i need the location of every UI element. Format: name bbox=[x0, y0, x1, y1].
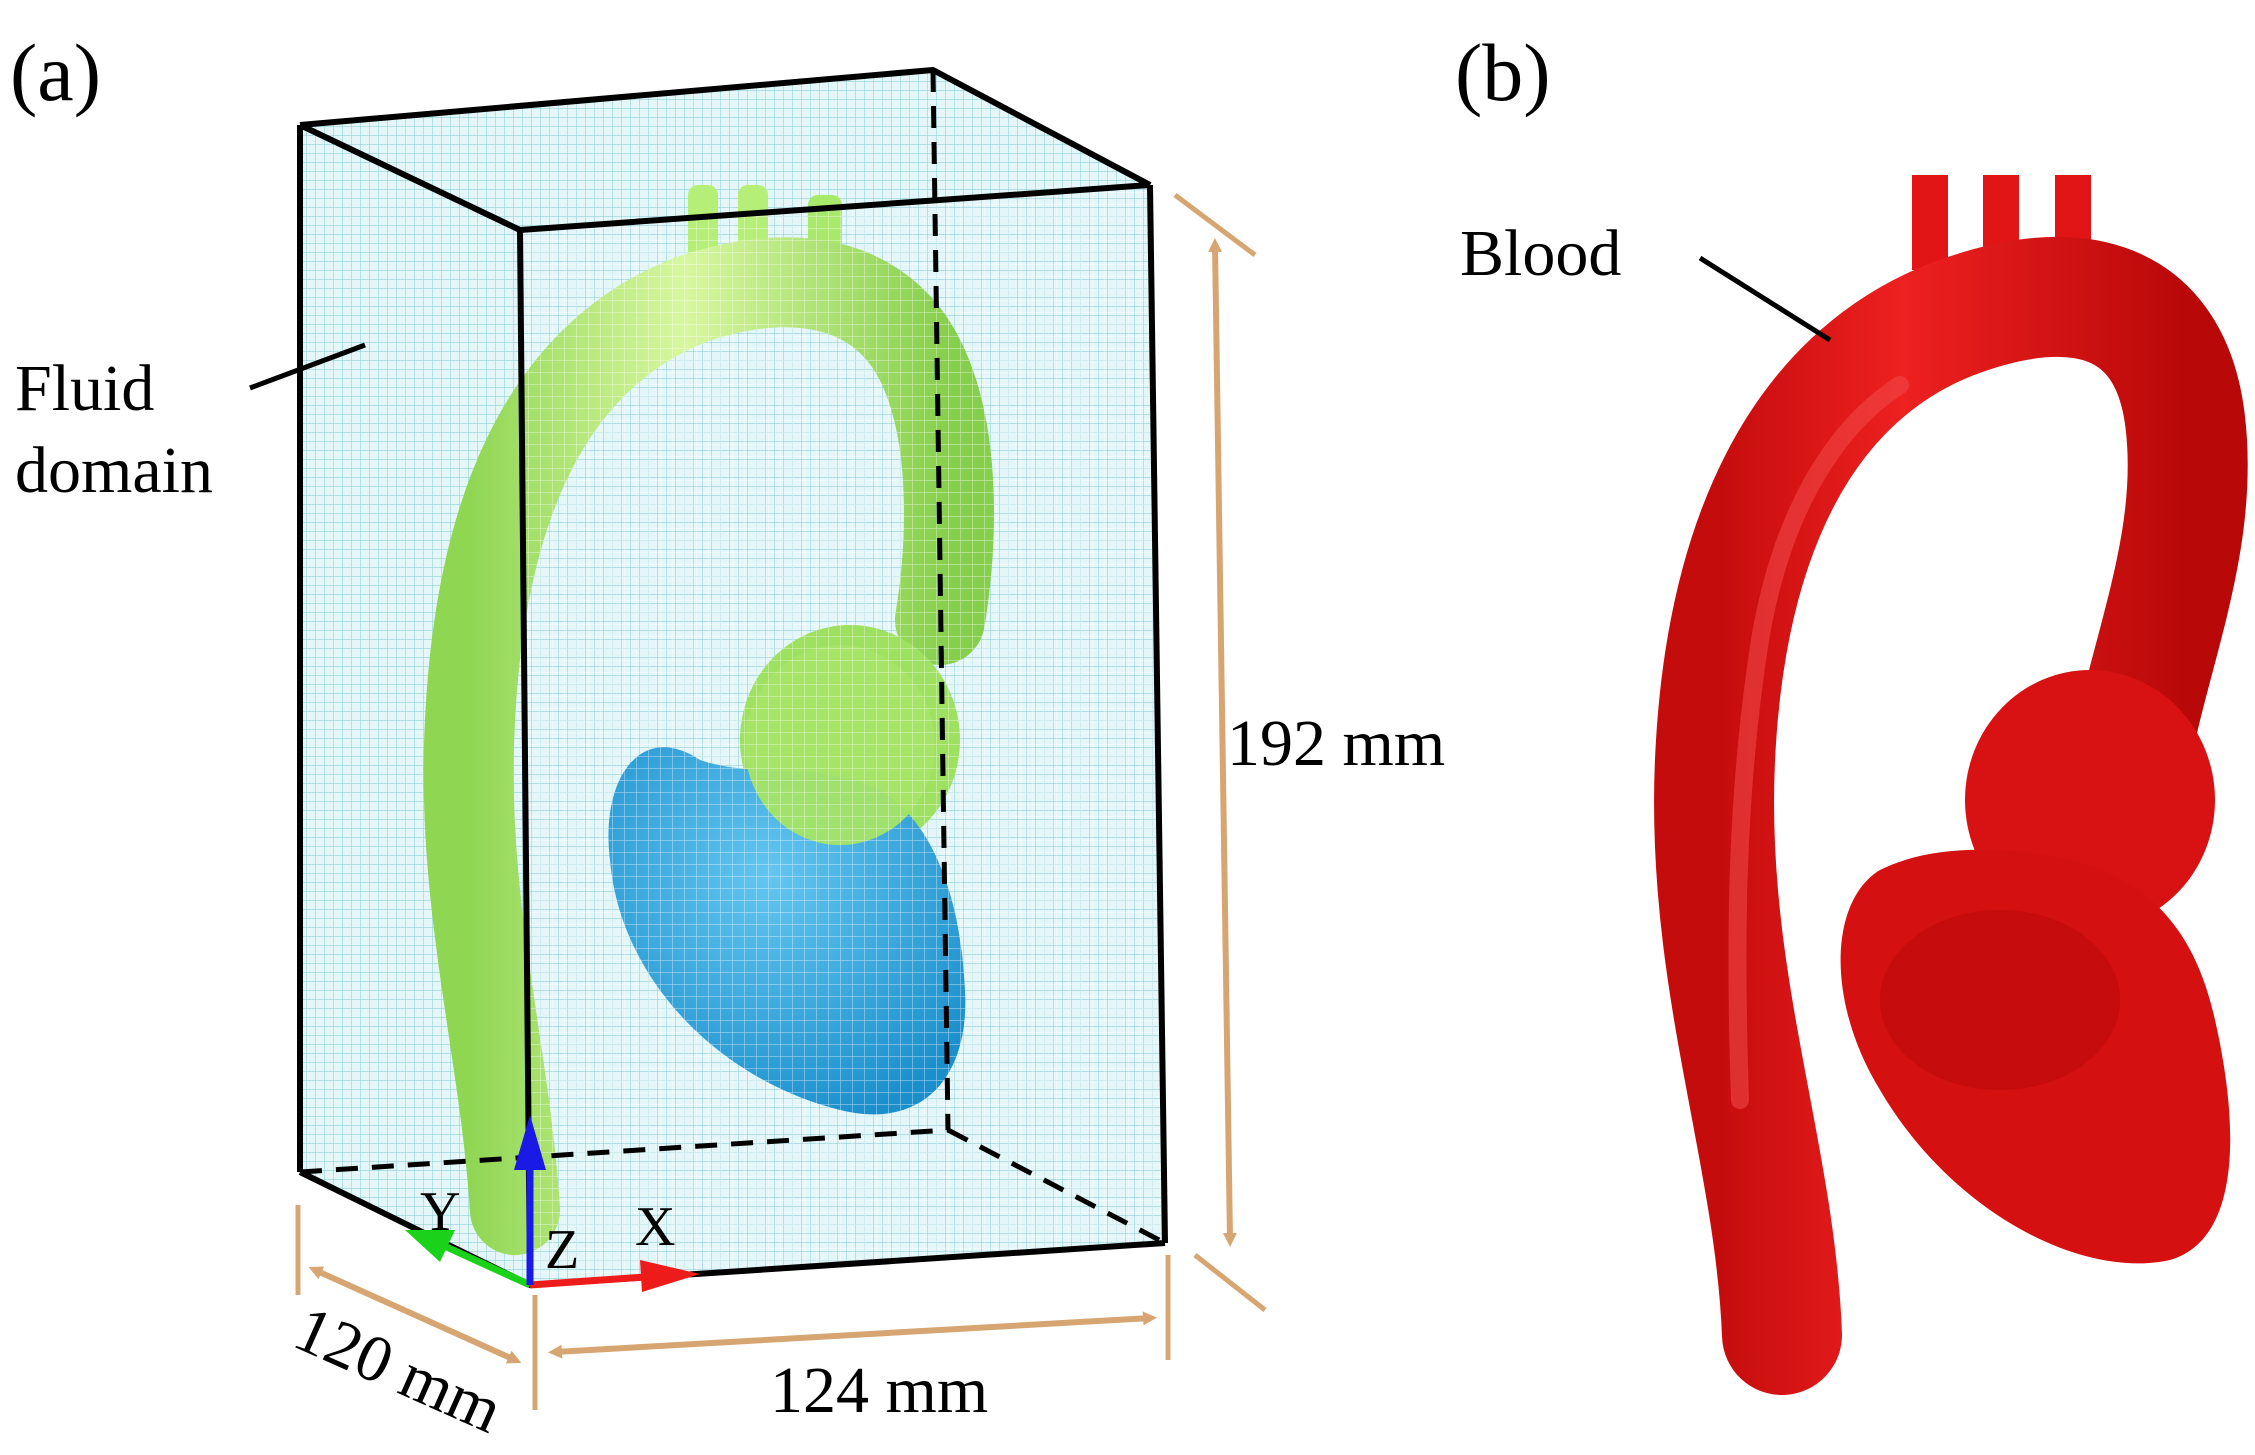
coordinate-axes: X Y Z bbox=[405, 1115, 700, 1292]
box-edge-hidden-right bbox=[946, 1127, 1167, 1246]
panel-b-label: (b) bbox=[1455, 27, 1551, 118]
axis-y-head bbox=[405, 1230, 455, 1262]
box-hidden-edges bbox=[299, 69, 1167, 1246]
dimension-height: 192 mm bbox=[1173, 193, 1445, 1312]
panel-a: (a) bbox=[10, 27, 1445, 1447]
depth-dim-label: 120 mm bbox=[284, 1292, 513, 1447]
axis-x-arrow bbox=[529, 1272, 661, 1289]
box-edge-hidden-vertical bbox=[930, 69, 951, 1131]
blood-label: Blood bbox=[1460, 217, 1621, 290]
height-dim-line bbox=[1208, 238, 1237, 1247]
dimension-width: 124 mm bbox=[532, 1255, 1171, 1427]
blood-branch-1 bbox=[1912, 175, 1948, 270]
height-dim-label: 192 mm bbox=[1227, 707, 1445, 780]
axis-y-label: Y bbox=[420, 1181, 460, 1243]
fluid-domain-label-line1: Fluid bbox=[15, 352, 154, 425]
mesh-overlay bbox=[520, 185, 1165, 1285]
width-dim-label: 124 mm bbox=[770, 1354, 988, 1427]
depth-dim-line bbox=[308, 1266, 522, 1364]
width-dim-line bbox=[548, 1311, 1157, 1359]
box-top-face bbox=[300, 70, 1150, 230]
panel-b: (b) Blood bbox=[1455, 27, 2248, 1395]
blood-ventricle-shade bbox=[1880, 910, 2120, 1090]
blood-leader bbox=[1698, 255, 1832, 343]
axis-z-label: Z bbox=[545, 1219, 579, 1281]
box-edge-front-left bbox=[517, 229, 533, 1286]
box-edge-front-right bbox=[1147, 184, 1168, 1244]
height-ext-top bbox=[1173, 193, 1257, 257]
axis-x-head bbox=[640, 1260, 700, 1292]
axis-x-label: X bbox=[635, 1196, 675, 1258]
box-edge-hidden-back bbox=[299, 1127, 949, 1175]
fluid-domain-leader bbox=[249, 342, 366, 391]
height-ext-bottom bbox=[1193, 1253, 1267, 1312]
blood-arch-highlight bbox=[1728, 376, 1909, 1109]
blood-model bbox=[1654, 175, 2248, 1395]
fluid-domain-label-line2: domain bbox=[15, 434, 213, 507]
panel-a-label: (a) bbox=[10, 27, 101, 118]
axis-z-head bbox=[514, 1115, 546, 1170]
